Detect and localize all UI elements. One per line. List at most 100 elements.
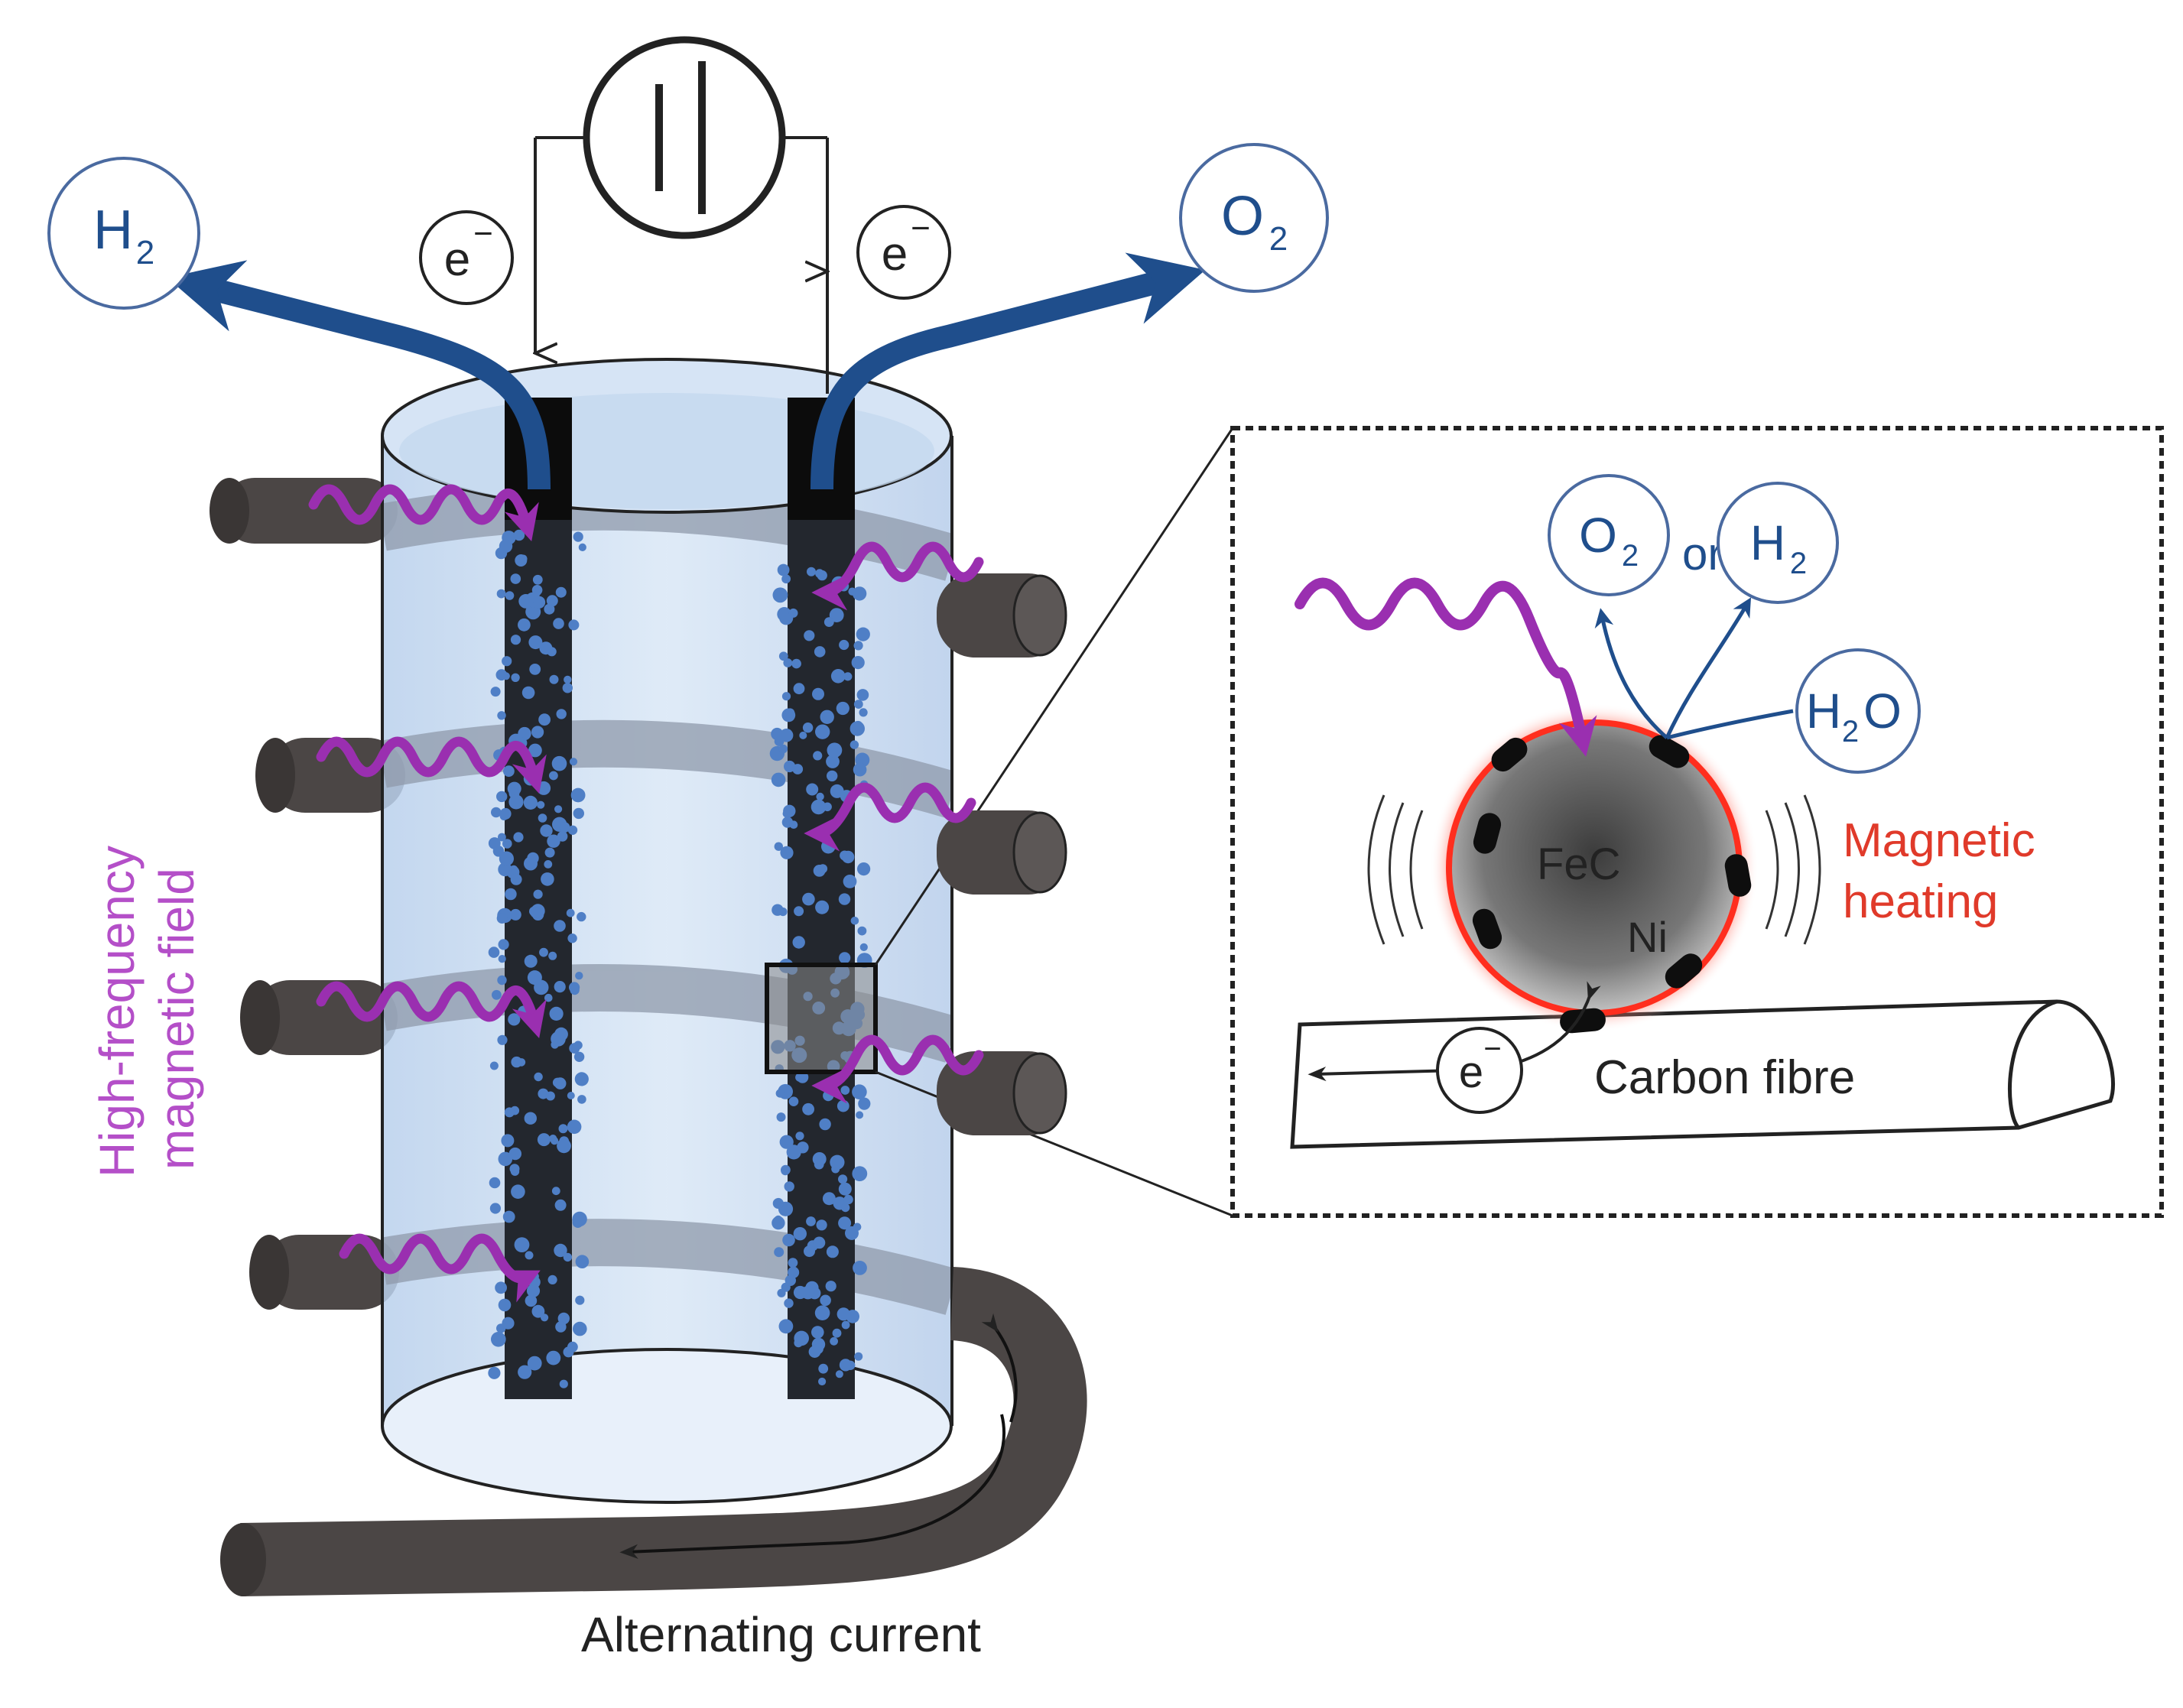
- bubble: [813, 1236, 826, 1249]
- bubble: [783, 658, 793, 667]
- o2-outlet-arrow: [811, 252, 1206, 490]
- bubble: [804, 1245, 815, 1258]
- bubble: [555, 1321, 567, 1333]
- bubble: [819, 1118, 831, 1131]
- bubble: [858, 1097, 871, 1110]
- bubble: [567, 934, 577, 943]
- bubble: [502, 1210, 515, 1223]
- bubble: [562, 683, 573, 693]
- bubble: [567, 1119, 582, 1135]
- bubble: [838, 1182, 852, 1196]
- bubble: [577, 911, 586, 922]
- bubble: [497, 975, 507, 986]
- bubble: [853, 1261, 867, 1275]
- bubble: [552, 1077, 563, 1088]
- bubble: [523, 795, 538, 810]
- bubble: [813, 1343, 823, 1354]
- bubble: [573, 1321, 587, 1336]
- bubble: [488, 1366, 501, 1379]
- bubble: [554, 1199, 567, 1211]
- bubble: [546, 1350, 561, 1365]
- bubble: [794, 1330, 809, 1346]
- bubble: [785, 1275, 797, 1287]
- bubble: [826, 1245, 839, 1258]
- bubble: [784, 1181, 794, 1192]
- coil-front: [937, 573, 1067, 1135]
- bubble: [802, 722, 814, 733]
- bubble: [573, 1041, 583, 1050]
- bubble: [549, 1135, 557, 1143]
- magnetic-heating-line2: heating: [1843, 875, 1998, 928]
- bubble: [859, 708, 868, 717]
- svg-text:−: −: [911, 209, 931, 247]
- bubble: [554, 1027, 568, 1041]
- bubble: [818, 864, 828, 874]
- bubble: [568, 619, 580, 631]
- bubble: [549, 674, 559, 684]
- ni-text: Ni: [1627, 913, 1668, 961]
- bubble: [838, 893, 851, 905]
- electron-right-text: e: [882, 228, 908, 281]
- bubble: [843, 672, 853, 681]
- bubble: [499, 539, 513, 553]
- bubble: [771, 772, 786, 787]
- bubble: [784, 760, 796, 773]
- bubble: [821, 839, 836, 854]
- fec-text: FeC: [1537, 839, 1621, 889]
- bubble: [519, 554, 528, 563]
- bubble: [806, 1216, 816, 1226]
- bubble: [525, 1294, 538, 1307]
- bubble: [525, 1251, 534, 1260]
- bubble: [780, 846, 794, 859]
- bubble: [822, 1192, 836, 1206]
- bubble: [820, 1294, 831, 1307]
- h2-bubble-label: H 2: [47, 157, 200, 310]
- bubble: [838, 1216, 852, 1230]
- field-label-line2: magnetic field: [149, 868, 204, 1170]
- bubble: [575, 972, 583, 980]
- bubble: [539, 947, 548, 957]
- bubble: [504, 1107, 515, 1118]
- bubble: [511, 1184, 525, 1199]
- bubble: [781, 574, 791, 584]
- inset-panel: Carbon fibre FeC Ni: [1230, 426, 2164, 1218]
- bubble: [792, 936, 805, 949]
- bubble: [498, 1151, 513, 1167]
- bubble: [778, 1319, 794, 1334]
- bubble: [856, 689, 869, 701]
- bubble: [575, 1295, 585, 1305]
- bubble: [538, 1088, 549, 1099]
- bubble: [806, 783, 819, 796]
- bubble: [527, 1356, 542, 1371]
- bubble: [564, 675, 572, 684]
- bubble: [575, 1255, 590, 1268]
- electron-label-right: e −: [856, 205, 951, 300]
- vibration-arcs: [1367, 794, 1821, 945]
- bubble: [499, 807, 512, 820]
- bubble: [841, 1320, 850, 1330]
- svg-text:O: O: [1579, 508, 1617, 563]
- bubble: [558, 1124, 568, 1134]
- bubble: [559, 822, 570, 833]
- bubble: [498, 833, 506, 842]
- bubble: [786, 1145, 801, 1160]
- bubble: [807, 567, 816, 576]
- bubble: [779, 729, 794, 742]
- bubble: [495, 669, 508, 681]
- bubble: [497, 1034, 508, 1045]
- bubble: [827, 770, 838, 782]
- svg-text:2: 2: [1269, 220, 1288, 258]
- bubble: [793, 683, 805, 695]
- bubble: [567, 1092, 575, 1099]
- bubble: [496, 913, 508, 924]
- electron-label-left: e −: [419, 210, 514, 305]
- bubble: [549, 1006, 564, 1021]
- bubble: [557, 1138, 571, 1154]
- bubble: [511, 673, 520, 682]
- bubble: [856, 627, 870, 641]
- bubble: [778, 651, 788, 661]
- bubble: [554, 1243, 567, 1258]
- bubble: [544, 860, 553, 869]
- bubble: [541, 872, 554, 886]
- bubble: [556, 709, 567, 719]
